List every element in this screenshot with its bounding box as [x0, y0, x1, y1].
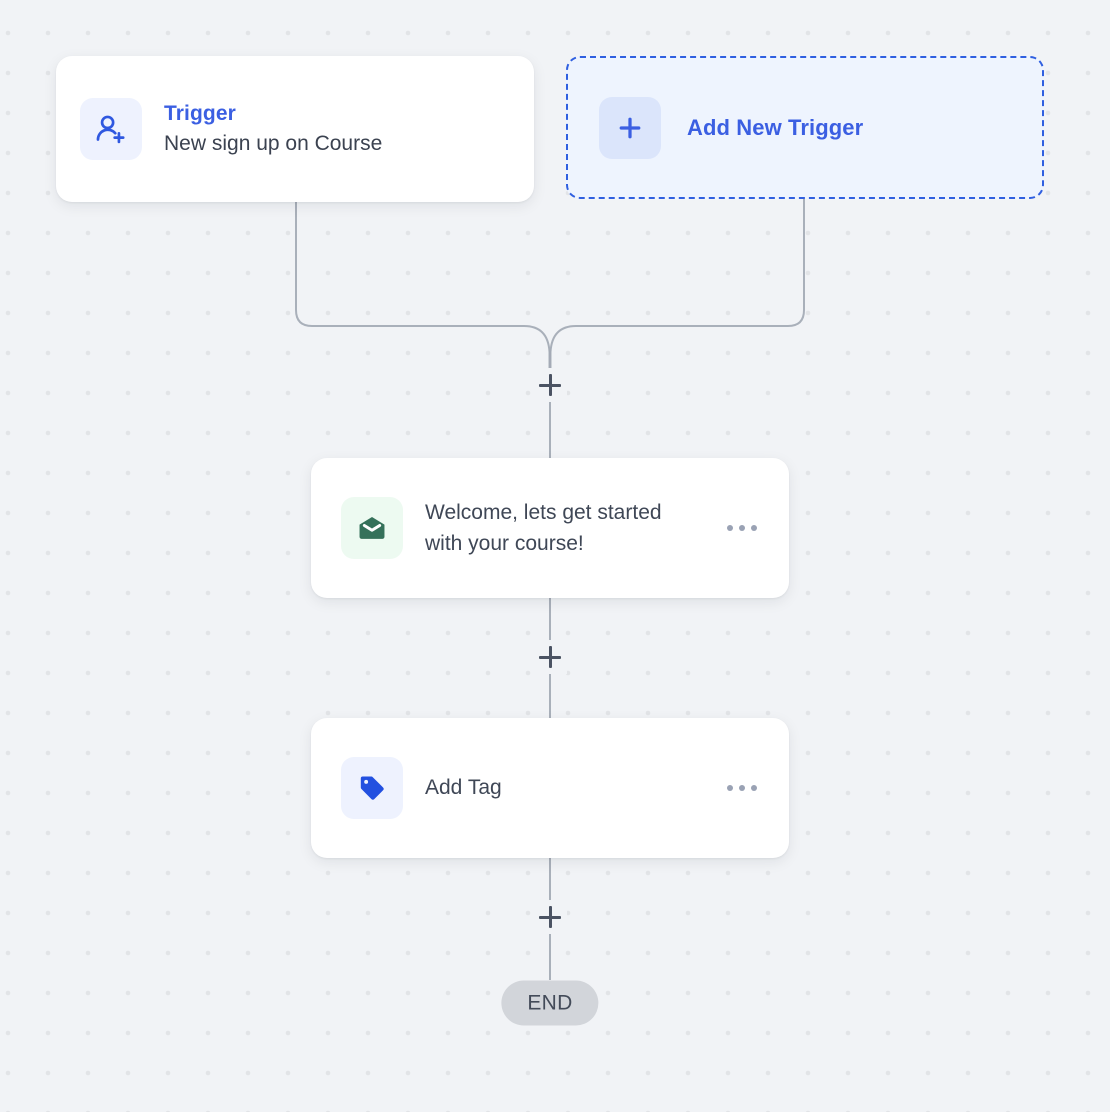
add-step-button-3[interactable]: [533, 900, 567, 934]
add-step-button-2[interactable]: [533, 640, 567, 674]
more-dot: [739, 785, 745, 791]
trigger-kicker: Trigger: [164, 101, 236, 125]
more-dot: [727, 525, 733, 531]
trigger-card[interactable]: Trigger New sign up on Course: [56, 56, 534, 202]
plus-icon: [599, 96, 661, 159]
tag-icon: [341, 757, 403, 819]
step-card-tag[interactable]: Add Tag: [311, 718, 789, 858]
more-dot: [727, 785, 733, 791]
connector-add-trigger-branch: [549, 199, 805, 368]
add-new-trigger-label: Add New Trigger: [687, 114, 864, 140]
envelope-icon: [341, 497, 403, 559]
connector-trigger-branch: [295, 202, 551, 368]
trigger-subtitle: New sign up on Course: [164, 131, 383, 155]
add-step-button-1[interactable]: [533, 368, 567, 402]
more-dot: [751, 525, 757, 531]
more-horizontal-icon[interactable]: [725, 517, 759, 539]
trigger-text: Trigger New sign up on Course: [164, 102, 382, 156]
more-horizontal-icon[interactable]: [725, 777, 759, 799]
user-plus-icon: [80, 98, 142, 160]
step-card-email[interactable]: Welcome, lets get started with your cour…: [311, 458, 789, 598]
step-title-tag: Add Tag: [425, 776, 502, 800]
step-title-email: Welcome, lets get started with your cour…: [425, 500, 662, 556]
end-badge: END: [501, 980, 599, 1026]
more-dot: [739, 525, 745, 531]
more-dot: [751, 785, 757, 791]
add-new-trigger-button[interactable]: Add New Trigger: [566, 56, 1044, 199]
